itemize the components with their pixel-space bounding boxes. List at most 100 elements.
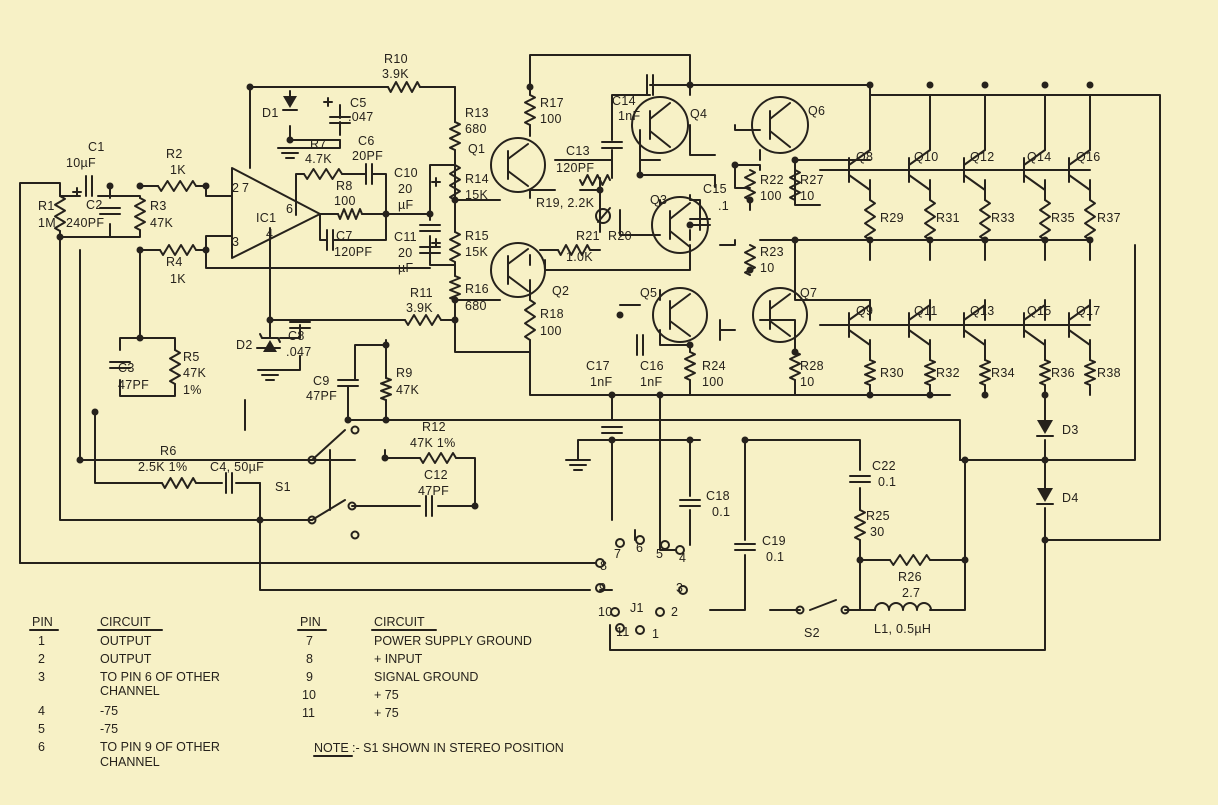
ref-J1: J1 <box>630 601 644 615</box>
ref-IC1: IC1 <box>256 211 276 225</box>
capacitor-C13 <box>601 141 623 149</box>
ref-Q8: Q8 <box>856 150 873 164</box>
j1-pin-3: 3 <box>676 581 683 595</box>
ref-R37: R37 <box>1097 211 1121 225</box>
ref-C10: C10 <box>394 166 418 180</box>
value-R16: 680 <box>465 299 487 313</box>
j1-pin-terminal-11 <box>615 623 625 633</box>
value-R15: 15K <box>465 245 489 259</box>
ref-R1: R1 <box>38 199 55 213</box>
transistor-Q10 <box>908 149 931 191</box>
note-text: :- S1 SHOWN IN STEREO POSITION <box>352 741 564 755</box>
transistor-Q3-leads <box>669 202 691 248</box>
ref-Q15: Q15 <box>1027 304 1052 318</box>
transistor-Q14 <box>1023 149 1046 191</box>
transistor-Q11 <box>908 304 931 346</box>
value-C12: 47PF <box>418 484 449 498</box>
ref-R16: R16 <box>465 282 489 296</box>
ref-R15: R15 <box>465 229 489 243</box>
ref-R28: R28 <box>800 359 824 373</box>
transistor-Q4-leads <box>649 102 671 148</box>
pin-row-pin: 10 <box>302 688 316 702</box>
ref-C5: C5 <box>350 96 367 110</box>
capacitor-C12 <box>425 495 433 517</box>
ref-R10: R10 <box>384 52 408 66</box>
value-R22: 100 <box>760 189 782 203</box>
j1-pin-terminal-6 <box>635 535 645 545</box>
value-C11: 20 <box>398 246 413 260</box>
resistor-R14 <box>449 164 461 201</box>
resistor-R29 <box>864 199 876 241</box>
ref-Q4: Q4 <box>690 107 707 121</box>
ref-Q7: Q7 <box>800 286 817 300</box>
ref-S2: S2 <box>804 626 820 640</box>
transistor-Q5-leads <box>669 293 691 337</box>
value-C13: 120PF <box>556 161 594 175</box>
value-C2: 240PF <box>66 216 104 230</box>
ref-Q3: Q3 <box>650 193 667 207</box>
ground-symbol-3 <box>257 369 283 381</box>
pin-row-circuit: OUTPUT <box>100 634 152 648</box>
ref-C22: C22 <box>872 459 896 473</box>
capacitor-C22 <box>849 475 871 483</box>
pin-row-pin: 8 <box>306 652 313 666</box>
ref-Q12: Q12 <box>970 150 995 164</box>
pin-row-pin: 3 <box>38 670 45 684</box>
value-C16: 1nF <box>640 375 663 389</box>
j1-pin-1: 1 <box>652 627 659 641</box>
value-R18: 100 <box>540 324 562 338</box>
ref-Q11: Q11 <box>914 304 938 318</box>
tolerance-R5: 1% <box>183 383 202 397</box>
value-R27: 10 <box>800 189 815 203</box>
diode-D3 <box>1037 420 1053 434</box>
ref-R34: R34 <box>991 366 1015 380</box>
j1-pin-terminal-4 <box>675 545 685 555</box>
ref-R7: R7 <box>310 137 327 151</box>
ref-R23: R23 <box>760 245 784 259</box>
resistor-R15 <box>449 231 461 263</box>
switch-contact-6 <box>795 605 805 615</box>
value-C17: 1nF <box>590 375 613 389</box>
ref-R13: R13 <box>465 106 489 120</box>
resistor-R2 <box>157 180 197 192</box>
value-R24: 100 <box>702 375 724 389</box>
resistor-R33 <box>979 199 991 241</box>
transistor-Q5 <box>652 287 708 343</box>
ground-symbol-1 <box>277 147 303 159</box>
ref-R21: R21 <box>576 229 600 243</box>
resistor-R8 <box>337 208 363 220</box>
ref-R30: R30 <box>880 366 904 380</box>
value-R28: 10 <box>800 375 815 389</box>
component-labels: C1 10µF R1 1M C2 240PF R3 47K R2 1K R4 1… <box>38 52 1121 641</box>
ref-R3: R3 <box>150 199 167 213</box>
value-R10: 3.9K <box>382 67 409 81</box>
ref-L1: L1, 0.5µH <box>874 622 931 636</box>
value-C19: 0.1 <box>766 550 784 564</box>
ref-R18: R18 <box>540 307 564 321</box>
value-R7: 4.7K <box>305 152 332 166</box>
diode-D4 <box>1037 488 1053 502</box>
ref-R33: R33 <box>991 211 1015 225</box>
pin-row-circuit: SIGNAL GROUND <box>374 670 478 684</box>
transistor-Q13 <box>963 304 986 346</box>
j1-pin-terminal-1 <box>635 625 645 635</box>
value-R17: 100 <box>540 112 562 126</box>
j1-pin-4: 4 <box>679 551 686 565</box>
pin-row-circuit: OUTPUT <box>100 652 152 666</box>
value-R5: 47K <box>183 366 207 380</box>
junction-dots <box>56 81 1094 564</box>
ref-R4: R4 <box>166 255 183 269</box>
ic-pin-4: 4 <box>266 227 273 241</box>
ref-C11: C11 <box>394 230 417 244</box>
j1-pin-5: 5 <box>656 547 663 561</box>
value-R11: 3.9K <box>406 301 433 315</box>
capacitor-C17 <box>601 426 623 434</box>
zener-D2-bar <box>259 333 281 343</box>
capacitor-C3 <box>109 361 131 369</box>
capacitor-C4 <box>225 472 233 494</box>
value-C22: 0.1 <box>878 475 896 489</box>
resistor-R26 <box>889 554 931 566</box>
resistor-R37 <box>1084 199 1096 241</box>
inductor-L1 <box>874 602 932 611</box>
